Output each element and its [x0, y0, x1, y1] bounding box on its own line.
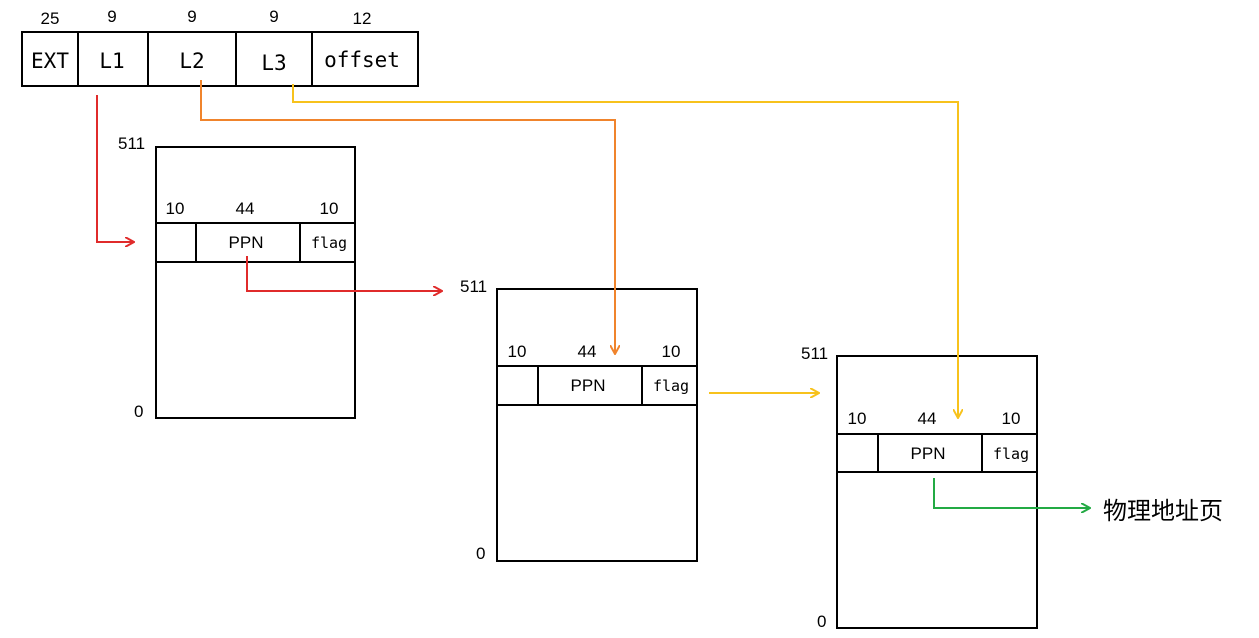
l3-index-arrow: [292, 84, 958, 418]
ext-bits: 25: [41, 9, 60, 28]
entry-bits-reserved: 10: [508, 342, 527, 361]
l1-field: L1: [99, 49, 124, 73]
entry-bits-flag: 10: [320, 199, 339, 218]
physical-page-arrow: [933, 478, 1090, 508]
page-table-box: [155, 146, 356, 419]
page-table-box: [496, 288, 698, 562]
ppn-label: PPN: [911, 444, 946, 463]
ppn-label: PPN: [571, 376, 606, 395]
page-table-1: 511 0 10 44 10 PPN flag: [118, 134, 356, 421]
entry-bits-ppn: 44: [236, 199, 255, 218]
l2-bits: 9: [187, 7, 196, 26]
table-top-index: 511: [801, 344, 828, 363]
virtual-address: 25 9 9 9 12 EXT L1 L2 L3 offset: [21, 7, 419, 87]
entry-bits-flag: 10: [1002, 409, 1021, 428]
flag-label: flag: [311, 234, 347, 252]
l1-bits: 9: [107, 7, 116, 26]
table-bottom-index: 0: [476, 544, 485, 563]
table-top-index: 511: [118, 134, 145, 153]
table-top-index: 511: [460, 277, 487, 296]
table1-ppn-arrow: [246, 256, 442, 291]
entry-bits-reserved: 10: [848, 409, 867, 428]
flag-label: flag: [653, 377, 689, 395]
l3-bits: 9: [269, 7, 278, 26]
ppn-label: PPN: [229, 233, 264, 252]
entry-bits-reserved: 10: [166, 199, 185, 218]
page-table-2: 511 0 10 44 10 PPN flag: [460, 277, 698, 563]
page-table-3: 511 0 10 44 10 PPN flag: [801, 344, 1038, 631]
entry-bits-flag: 10: [662, 342, 681, 361]
table-bottom-index: 0: [134, 402, 143, 421]
l3-field: L3: [261, 51, 286, 75]
physical-page-label: 物理地址页: [1103, 497, 1223, 525]
offset-field: offset: [324, 48, 400, 72]
l2-index-arrow: [200, 80, 615, 354]
ext-field: EXT: [31, 49, 69, 73]
offset-bits: 12: [353, 9, 372, 28]
entry-bits-ppn: 44: [918, 409, 937, 428]
l2-field: L2: [179, 49, 204, 73]
table-bottom-index: 0: [817, 612, 826, 631]
page-table-box: [836, 355, 1038, 629]
entry-bits-ppn: 44: [578, 342, 597, 361]
flag-label: flag: [993, 445, 1029, 463]
l1-index-arrow: [96, 95, 134, 242]
virtual-address-box: [21, 31, 419, 87]
